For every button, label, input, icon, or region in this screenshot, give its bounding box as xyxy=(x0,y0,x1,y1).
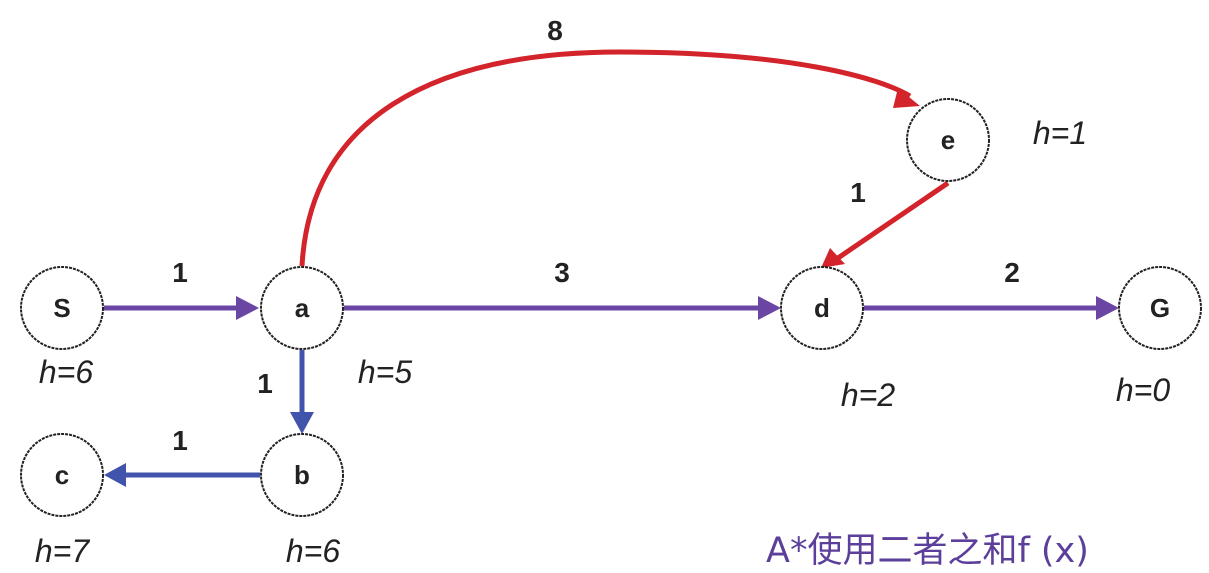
node-label: e xyxy=(941,125,955,155)
arrowhead-a-b xyxy=(290,412,314,434)
node-G: G xyxy=(1118,266,1202,350)
arrowhead-d-G xyxy=(1096,296,1119,320)
heuristic-a: h=5 xyxy=(358,354,412,390)
heuristic-d: h=2 xyxy=(841,377,895,413)
arrowhead-a-d xyxy=(758,296,781,320)
weight-a-d: 3 xyxy=(554,257,570,288)
arrowhead-a-e xyxy=(893,88,920,108)
node-label: c xyxy=(55,460,69,490)
weight-a-e: 8 xyxy=(547,15,563,46)
weight-S-a: 1 xyxy=(172,257,188,288)
caption-text: A*使用二者之和f (x) xyxy=(766,531,1089,571)
weight-d-G: 2 xyxy=(1004,257,1020,288)
heuristic-e: h=1 xyxy=(1033,115,1087,151)
node-label: b xyxy=(294,460,310,490)
heuristic-G: h=0 xyxy=(1116,372,1170,408)
node-e: e xyxy=(906,98,990,182)
arrowhead-b-c xyxy=(104,463,126,487)
node-b: b xyxy=(260,433,344,517)
weight-e-d: 1 xyxy=(850,177,866,208)
arrowhead-e-d xyxy=(821,248,845,268)
node-a: a xyxy=(260,266,344,350)
heuristic-S: h=6 xyxy=(39,354,93,390)
edge-e-d xyxy=(836,180,950,261)
node-d: d xyxy=(780,266,864,350)
node-c: c xyxy=(20,433,104,517)
weight-b-c: 1 xyxy=(172,425,188,456)
node-label: d xyxy=(814,293,830,323)
node-S: S xyxy=(20,266,104,350)
weight-a-b: 1 xyxy=(257,368,273,399)
arrowhead-S-a xyxy=(236,296,259,320)
node-label: a xyxy=(295,293,310,323)
node-label: G xyxy=(1150,293,1170,323)
heuristic-c: h=7 xyxy=(35,533,90,569)
node-label: S xyxy=(53,293,70,323)
heuristic-b: h=6 xyxy=(286,533,340,569)
edge-a-e xyxy=(299,49,912,267)
